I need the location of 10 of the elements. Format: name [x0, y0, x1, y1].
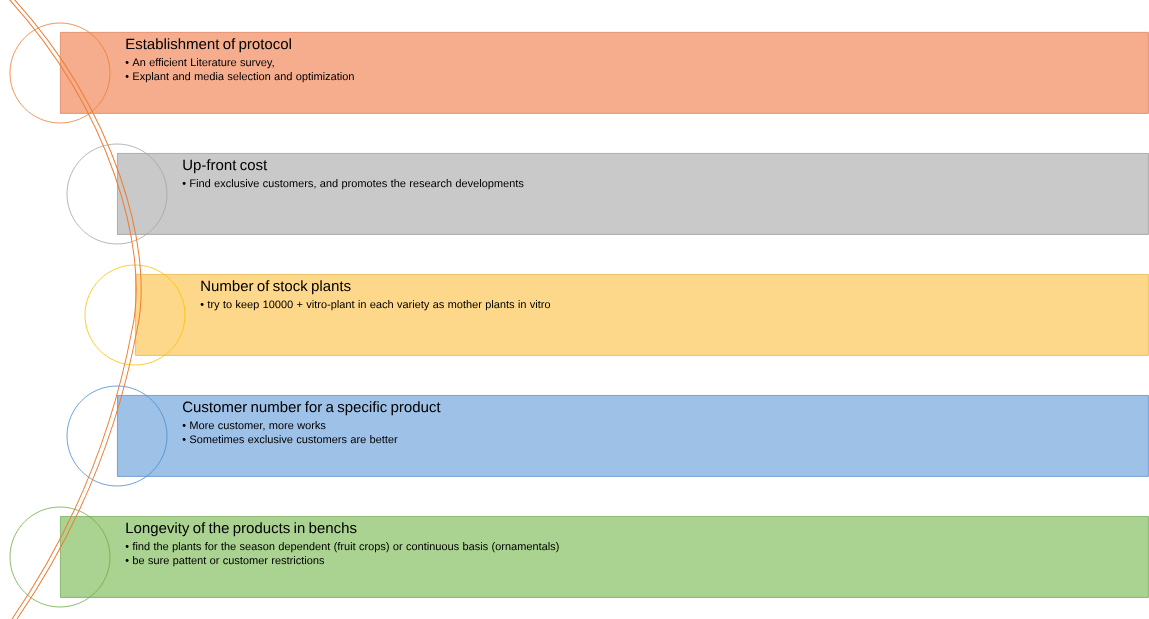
circle-ring	[84, 264, 186, 366]
band-box: Number of stock plants • try to keep 10000 + vitro-plant in each variety as mother plants in vitro	[135, 274, 1149, 356]
band-box: Establishment of protocol • An efficient Literature survey, • Explant and media selection and optimization	[60, 32, 1149, 114]
band-box: Customer number for a specific product • More customer, more works • Sometimes exclusive customers are better	[117, 395, 1149, 477]
band-box: Up-front cost • Find exclusive customers, and promotes the research developments	[117, 153, 1149, 235]
circle-ring	[9, 506, 111, 608]
band-box: Longevity of the products in benchs • find the plants for the season dependent (fruit crops) or continuous basis (ornamentals) • be sure pattent or customer restrictions	[60, 516, 1149, 598]
circle-ring	[66, 143, 168, 245]
circle-ring	[66, 385, 168, 487]
circle-ring	[9, 22, 111, 124]
